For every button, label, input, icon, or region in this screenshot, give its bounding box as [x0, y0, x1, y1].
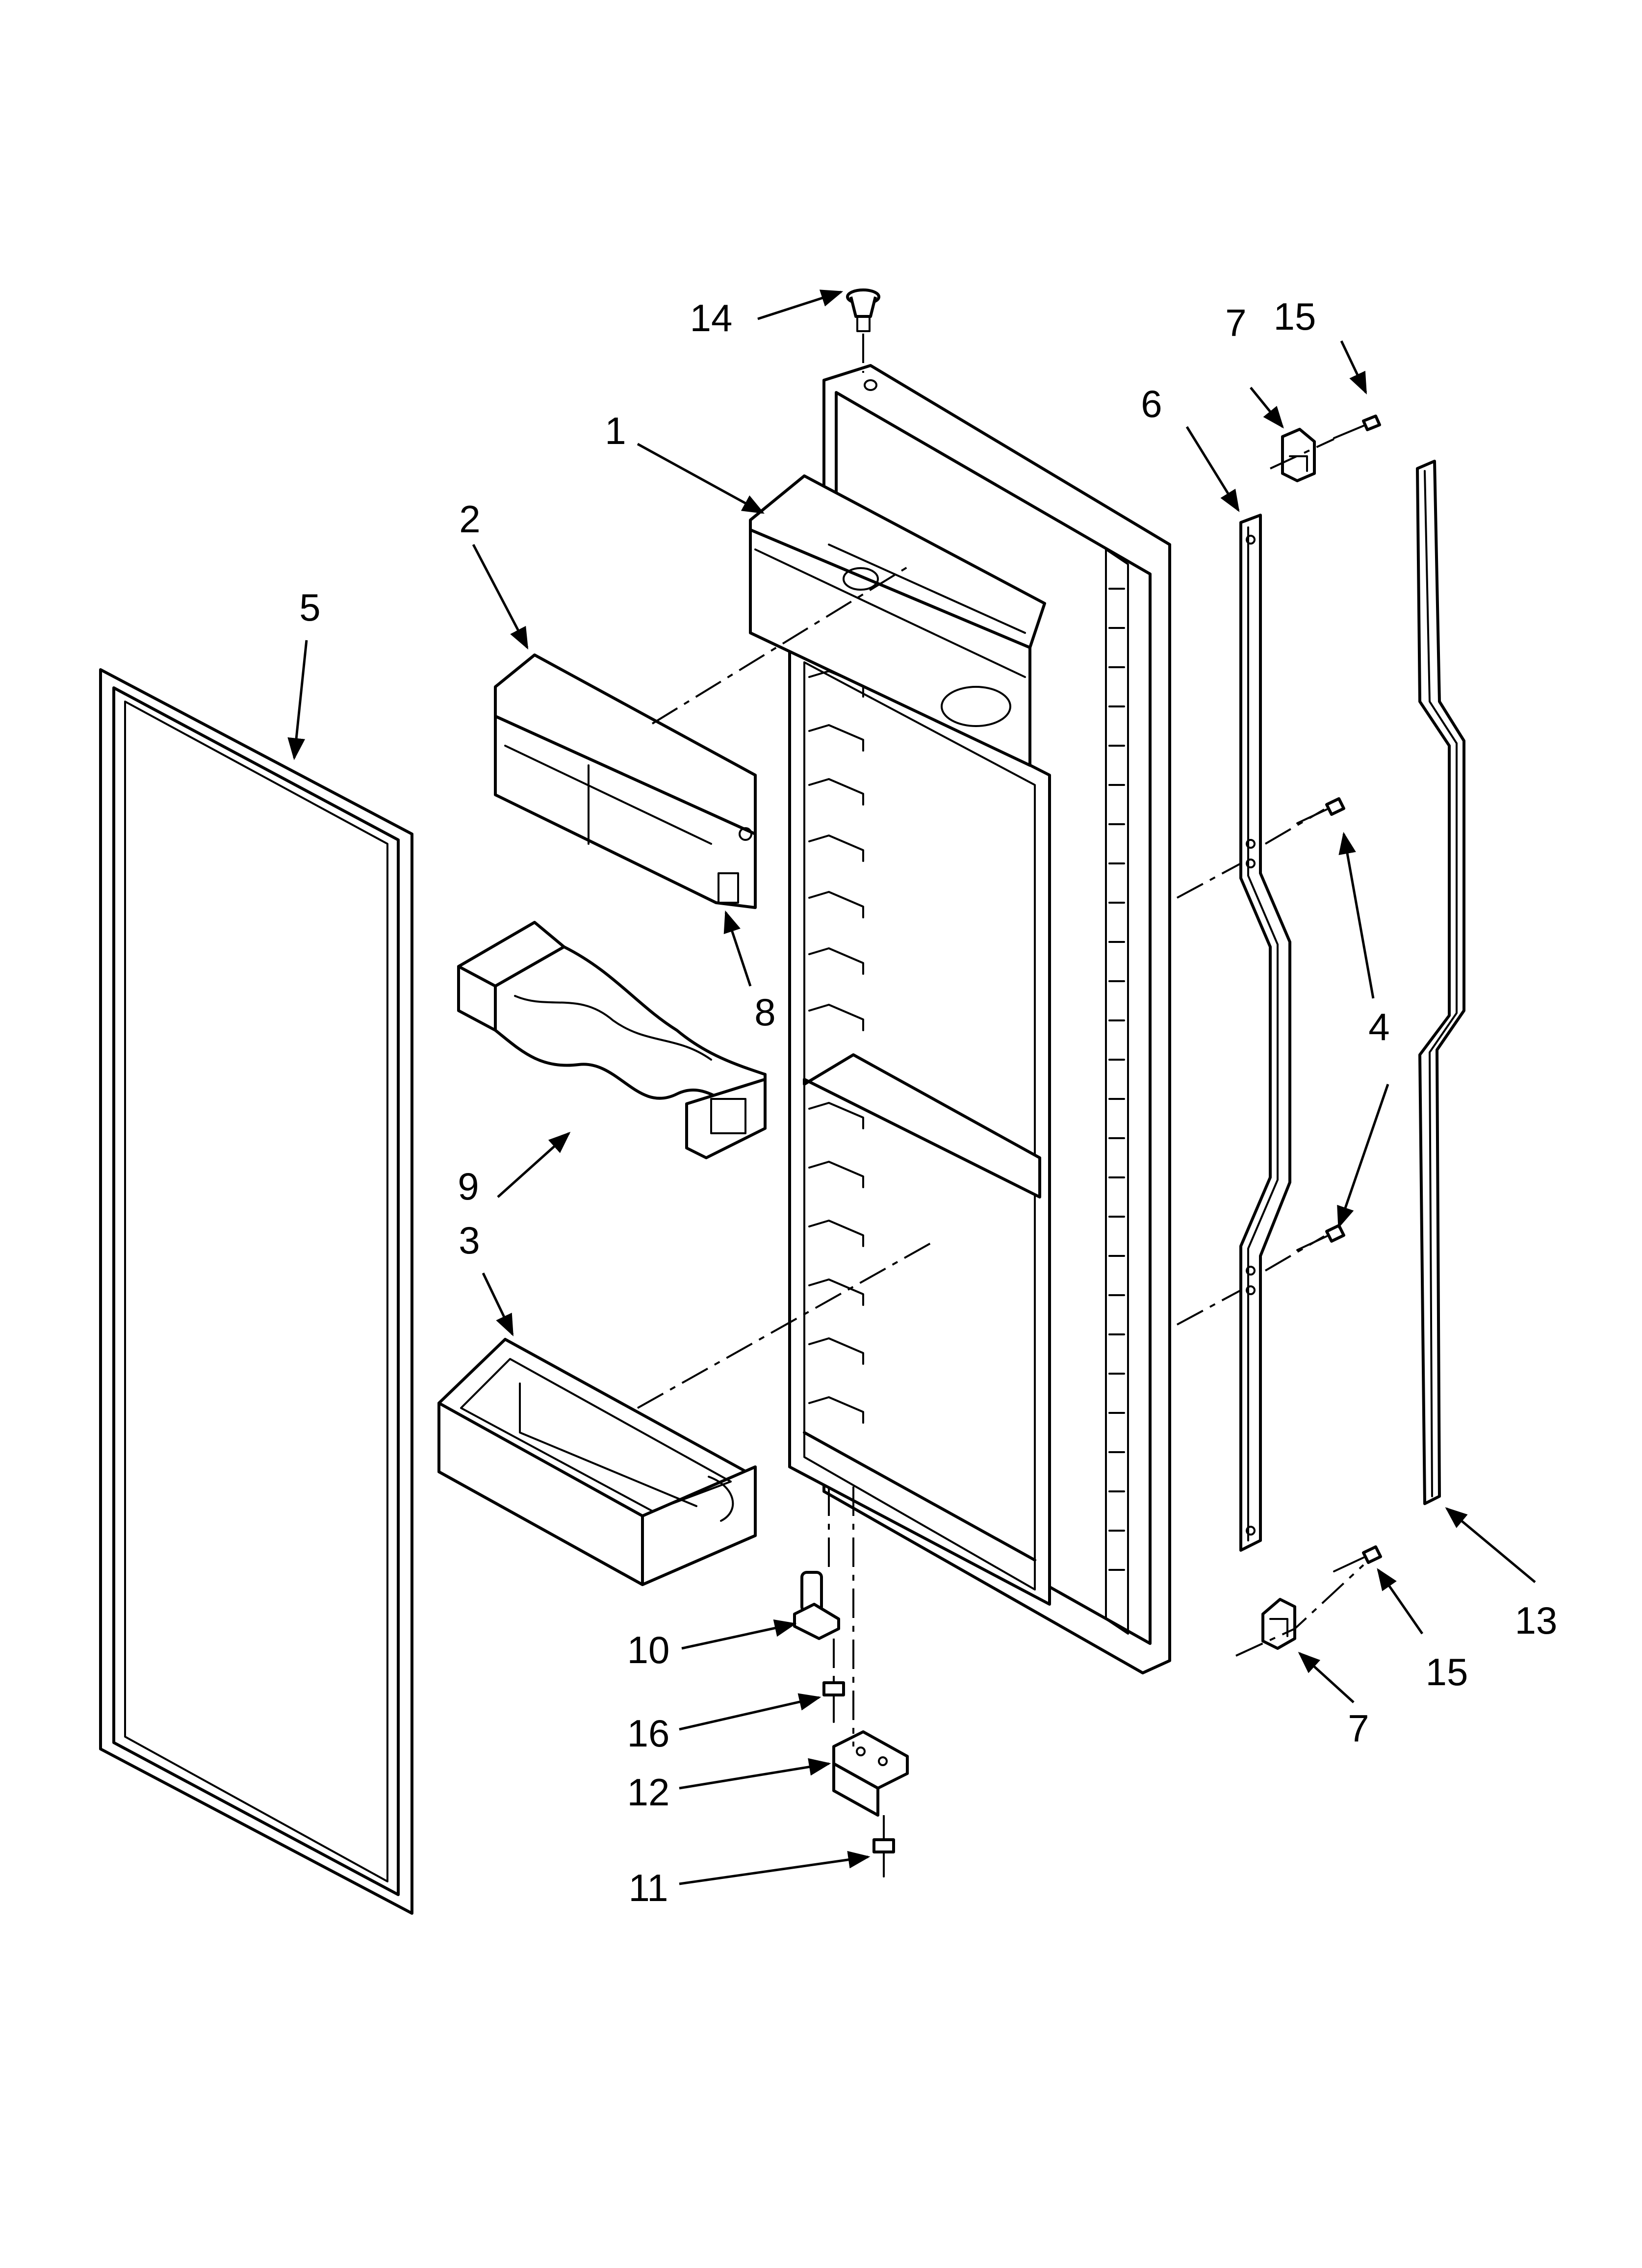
callout-8: 8	[754, 991, 775, 1034]
door-gasket-part	[99, 668, 413, 1915]
callout-5: 5	[299, 586, 320, 629]
callout-13: 13	[1515, 1599, 1558, 1642]
callout-2: 2	[459, 497, 480, 541]
callout-15-top: 15	[1274, 295, 1316, 338]
callout-10: 10	[627, 1628, 670, 1671]
callout-7-top: 7	[1225, 301, 1246, 344]
callout-7-bottom: 7	[1348, 1707, 1369, 1750]
callout-12: 12	[627, 1771, 670, 1814]
callout-15-bottom: 15	[1426, 1650, 1468, 1694]
liner-edge-notches	[1108, 588, 1125, 1571]
callout-labels: 14 1 2 5 6 7 15 4 8 9 3 13 15 7 10 16 12…	[299, 295, 1557, 1909]
door-liner-part	[749, 364, 1171, 1674]
door-trim-part	[1416, 460, 1465, 1505]
callout-4: 4	[1368, 1005, 1389, 1048]
hinge-bracket-part	[832, 1730, 909, 1817]
handle-trim-part	[1239, 514, 1291, 1552]
callout-14: 14	[690, 296, 733, 339]
callout-11: 11	[629, 1866, 668, 1909]
door-bin-cover-part	[494, 653, 757, 909]
callout-3: 3	[459, 1219, 480, 1262]
door-stop-bottom-part	[1261, 1598, 1296, 1650]
door-bin-part	[437, 1338, 757, 1586]
door-stop-top-part	[1281, 428, 1316, 482]
liner-shelf-clips	[808, 670, 864, 1424]
callout-1: 1	[605, 409, 626, 452]
assembly-lines	[637, 334, 1364, 1840]
hinge-pin-cap-part	[846, 288, 880, 332]
callout-6: 6	[1141, 382, 1162, 425]
hinge-pin-part	[793, 1571, 840, 1640]
callout-leaders	[287, 289, 1536, 1885]
callout-16: 16	[627, 1712, 670, 1755]
callout-9: 9	[458, 1165, 479, 1208]
egg-tray-part	[457, 921, 767, 1159]
